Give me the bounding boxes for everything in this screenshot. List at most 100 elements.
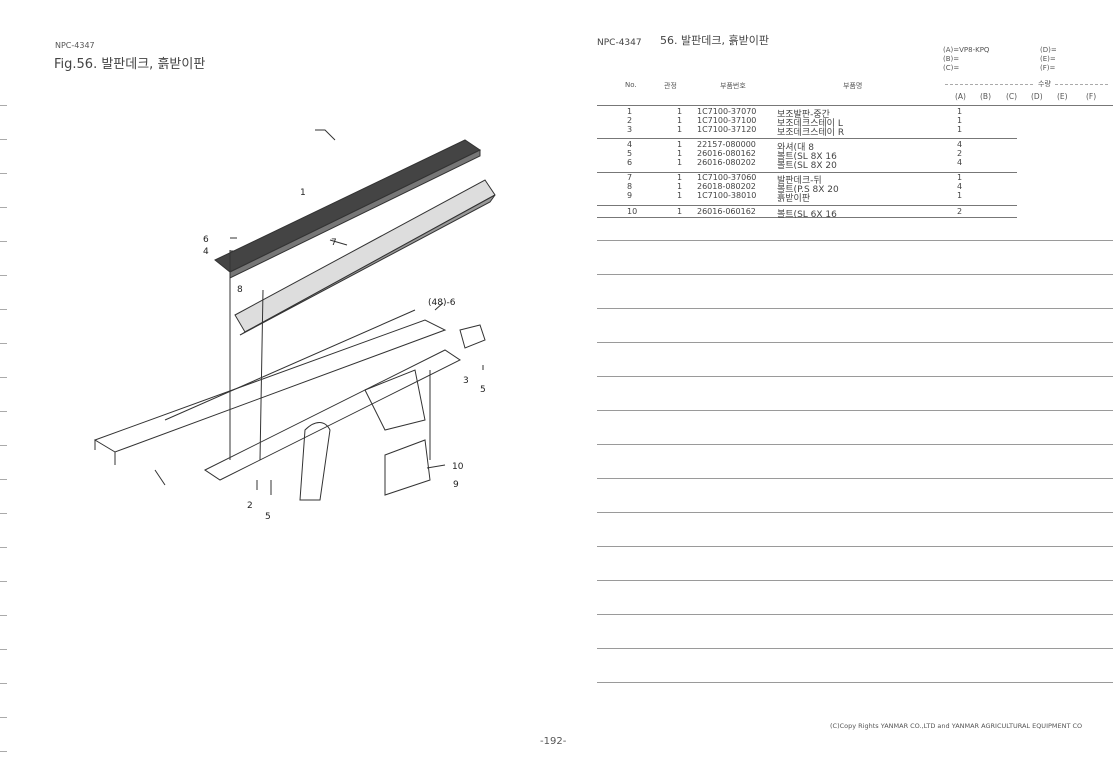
cell-n: 1 (677, 116, 683, 125)
margin-tick (0, 547, 7, 548)
ruled-line (597, 444, 1113, 445)
qty-col-header: (B) (980, 92, 991, 101)
cell-no: 1 (627, 107, 633, 116)
cell-no: 4 (627, 140, 633, 149)
margin-tick (0, 581, 7, 582)
qty-col-header: (A) (955, 92, 966, 101)
cell-name: 볼트(SL 8X 16 (777, 152, 837, 162)
margin-tick (0, 751, 7, 752)
cell-no: 9 (627, 191, 633, 200)
right-model-code: NPC-4347 (597, 38, 642, 48)
cell-part: 1C7100-37060 (697, 173, 757, 182)
copyright: (C)Copy Rights YANMAR CO.,LTD and YANMAR… (830, 722, 1083, 730)
callout-1: 1 (300, 188, 306, 198)
variant-list-d-f: (D)= (E)= (F)= (1040, 46, 1057, 73)
cell-no: 10 (627, 207, 638, 216)
ruled-line (597, 308, 1113, 309)
cell-no: 3 (627, 125, 633, 134)
cell-n: 1 (677, 125, 683, 134)
mud-guard-part (384, 439, 431, 496)
cell-part: 1C7100-37070 (697, 107, 757, 116)
cell-part: 1C7100-38010 (697, 191, 757, 200)
qty-col-header: (C) (1006, 92, 1018, 101)
variant-a: (A)=VP8-KPQ (943, 46, 990, 54)
table-separator (597, 105, 1113, 106)
ruled-line (597, 240, 1113, 241)
variant-f: (F)= (1040, 64, 1056, 72)
cell-part: 22157-080000 (697, 140, 756, 149)
callout-5a: 5 (480, 385, 486, 395)
table-separator (597, 217, 1017, 218)
cell-n: 1 (677, 191, 683, 200)
callout-4: 4 (203, 247, 209, 257)
cell-name: 보조데크스테이 L (777, 119, 843, 129)
cell-part: 1C7100-37120 (697, 125, 757, 134)
callout-6: 6 (203, 235, 209, 245)
left-model-code: NPC-4347 (55, 41, 95, 50)
cell-a: 1 (957, 125, 963, 134)
table-row: 4 1 22157-080000 와셔(대 8 4 (597, 140, 1017, 153)
margin-tick (0, 139, 7, 140)
ruled-line (597, 342, 1113, 343)
cell-a: 1 (957, 107, 963, 116)
cell-name: 와셔(대 8 (777, 143, 814, 153)
ruled-line (597, 512, 1113, 513)
margin-tick (0, 683, 7, 684)
cell-no: 6 (627, 158, 633, 167)
cell-n: 1 (677, 149, 683, 158)
callout-3: 3 (463, 376, 469, 386)
ruled-line (597, 546, 1113, 547)
section-title: 56. 발판데크, 흙받이판 (660, 34, 769, 47)
margin-tick (0, 105, 7, 106)
margin-tick (0, 275, 7, 276)
margin-tick (0, 207, 7, 208)
callout-48-6: (48)-6 (428, 298, 456, 308)
variant-c: (C)= (943, 64, 960, 72)
variant-b: (B)= (943, 55, 960, 63)
cell-no: 5 (627, 149, 633, 158)
margin-tick (0, 717, 7, 718)
margin-tick (0, 445, 7, 446)
cell-part: 1C7100-37100 (697, 116, 757, 125)
table-separator (597, 205, 1017, 206)
qty-col-header: (E) (1057, 92, 1068, 101)
cell-a: 1 (957, 173, 963, 182)
callout-10: 10 (452, 462, 464, 472)
cell-n: 1 (677, 182, 683, 191)
cell-name: 보조발판-중간 (777, 110, 830, 120)
cell-a: 4 (957, 140, 963, 149)
cell-no: 7 (627, 173, 633, 182)
table-separator (597, 172, 1017, 173)
header-no: No. (625, 81, 637, 89)
cell-a: 4 (957, 182, 963, 191)
header-part-name: 부품명 (843, 82, 863, 90)
callout-5b: 5 (265, 512, 271, 522)
callout-2: 2 (247, 501, 253, 511)
cell-n: 1 (677, 173, 683, 182)
cell-a: 1 (957, 116, 963, 125)
cell-name: 볼트(SL 6X 16 (777, 210, 837, 220)
cell-n: 1 (677, 140, 683, 149)
cell-name: 보조데크스테이 R (777, 128, 845, 138)
qty-col-header: (F) (1086, 92, 1097, 101)
cell-a: 1 (957, 191, 963, 200)
cell-part: 26018-080202 (697, 182, 756, 191)
margin-tick (0, 479, 7, 480)
margin-tick (0, 309, 7, 310)
exploded-parts-diagram: 1 7 6 4 8 (48)-6 3 5 10 9 2 5 (93, 129, 496, 522)
margin-tick (0, 377, 7, 378)
cell-a: 2 (957, 207, 963, 216)
callout-9: 9 (453, 480, 459, 490)
cell-no: 2 (627, 116, 633, 125)
cell-name: 볼트(P.S 8X 20 (777, 185, 839, 195)
qty-col-header: (D) (1031, 92, 1043, 101)
table-row: 2 1 1C7100-37100 보조데크스테이 L 1 (597, 116, 1017, 129)
margin-tick (0, 649, 7, 650)
page-number: -192- (540, 736, 567, 747)
